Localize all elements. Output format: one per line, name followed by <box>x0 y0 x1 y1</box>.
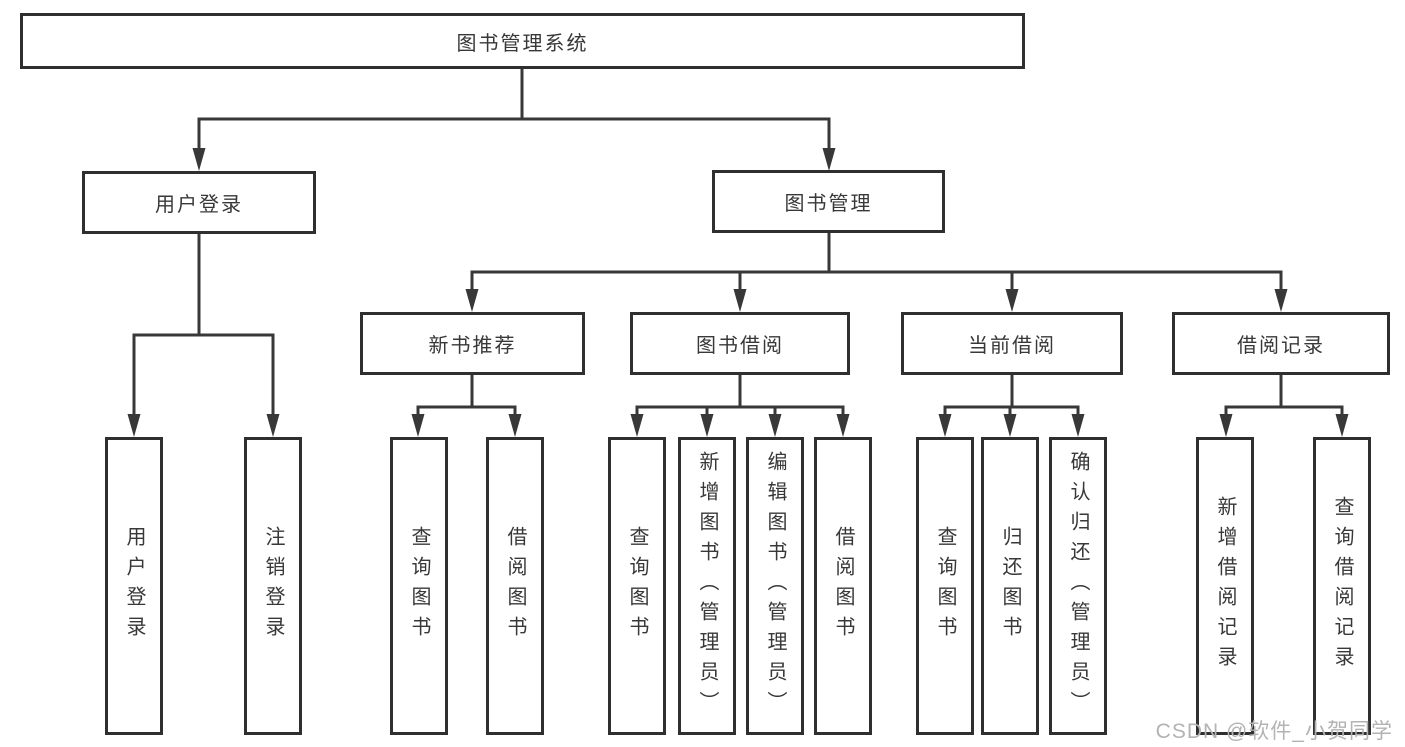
node-label: 借阅图书 <box>504 526 526 646</box>
node-label: 查询图书 <box>408 526 430 646</box>
node-br-add-record: 新增借阅记录 <box>1196 437 1254 735</box>
node-label: 新增图书（管理员） <box>696 451 718 721</box>
node-nb-query-book: 查询图书 <box>390 437 448 735</box>
node-book-borrow: 图书借阅 <box>630 312 850 375</box>
node-cb-query-book: 查询图书 <box>916 437 974 735</box>
node-label: 查询图书 <box>626 526 648 646</box>
node-borrow-record: 借阅记录 <box>1172 312 1390 375</box>
node-label: 编辑图书（管理员） <box>764 451 786 721</box>
node-label: 新增借阅记录 <box>1214 496 1236 676</box>
node-bb-edit-book: 编辑图书（管理员） <box>746 437 804 735</box>
node-label: 用户登录 <box>123 526 145 646</box>
node-new-book-recommend: 新书推荐 <box>360 312 585 375</box>
node-user-login: 用户登录 <box>82 171 316 234</box>
node-book-management: 图书管理 <box>712 170 945 233</box>
node-label: 归还图书 <box>999 526 1021 646</box>
node-bb-borrow-book: 借阅图书 <box>814 437 872 735</box>
node-label: 用户登录 <box>155 194 243 216</box>
node-label: 确认归还（管理员） <box>1067 451 1089 721</box>
node-cb-return-book: 归还图书 <box>981 437 1039 735</box>
node-label: 借阅记录 <box>1237 335 1325 357</box>
node-label: 图书管理系统 <box>456 32 589 55</box>
node-cb-confirm-return: 确认归还（管理员） <box>1049 437 1107 735</box>
node-bb-query-book: 查询图书 <box>608 437 666 735</box>
csdn-watermark: CSDN @软件_小贺同学 <box>1155 720 1393 743</box>
node-label: 当前借阅 <box>968 335 1056 357</box>
node-nb-borrow-book: 借阅图书 <box>486 437 544 735</box>
node-label: 新书推荐 <box>428 335 517 357</box>
node-br-query-record: 查询借阅记录 <box>1313 437 1371 735</box>
node-leaf-user-login: 用户登录 <box>105 437 163 735</box>
node-label: 图书管理 <box>784 193 873 215</box>
node-label: 图书借阅 <box>696 335 784 357</box>
node-label: 查询图书 <box>934 526 956 646</box>
node-label: 注销登录 <box>262 526 284 646</box>
node-leaf-logout: 注销登录 <box>244 437 302 735</box>
node-label: 借阅图书 <box>832 526 854 646</box>
node-root: 图书管理系统 <box>20 13 1025 69</box>
node-bb-add-book: 新增图书（管理员） <box>678 437 736 735</box>
node-current-borrow: 当前借阅 <box>901 312 1123 375</box>
node-label: 查询借阅记录 <box>1331 496 1353 676</box>
